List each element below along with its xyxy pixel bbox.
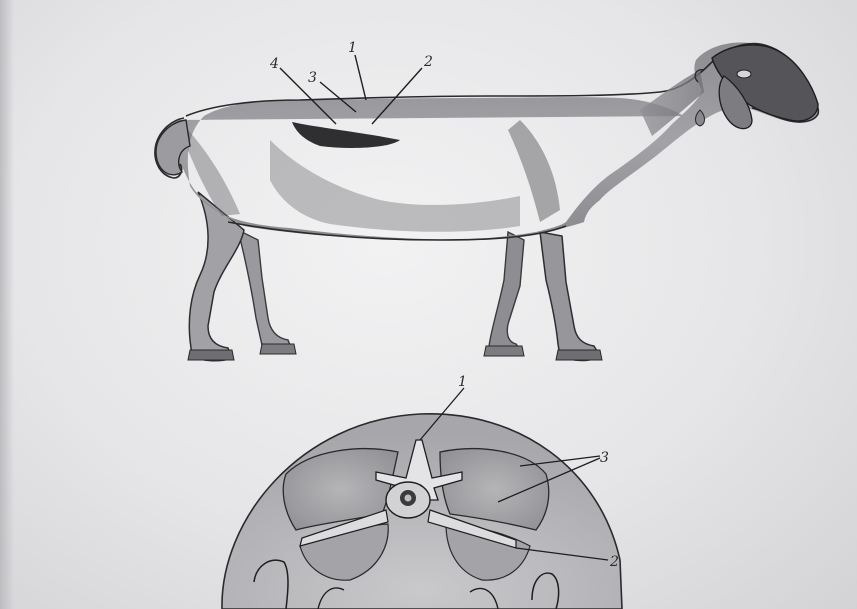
muscle-shading-flank xyxy=(270,140,520,232)
hoof-hind-near xyxy=(188,350,234,360)
hoof-fore-near xyxy=(556,350,602,360)
leader-line-1 xyxy=(355,55,366,100)
muscle-shading-thigh xyxy=(188,130,240,216)
dark-muscle-band xyxy=(292,122,400,148)
label-lateral-4: 4 xyxy=(269,56,279,72)
label-lateral-1: 1 xyxy=(348,40,357,56)
fore-leg-near xyxy=(540,232,600,361)
label-lateral-2: 2 xyxy=(423,54,433,70)
sheep-lateral-view: 1 2 3 4 xyxy=(155,40,818,361)
hind-leg-far xyxy=(238,230,292,351)
fore-leg-far xyxy=(488,232,524,355)
label-section-2: 2 xyxy=(609,554,619,570)
hind-leg-near xyxy=(189,192,244,361)
hoof-hind-far xyxy=(260,344,296,354)
hoof-fore-far xyxy=(484,346,524,356)
cross-section-view: 1 3 2 xyxy=(222,374,622,609)
label-lateral-3: 3 xyxy=(308,70,317,86)
sheep-eye xyxy=(737,70,751,78)
label-section-3: 3 xyxy=(600,450,609,466)
label-section-1: 1 xyxy=(458,374,467,390)
spinal-cord xyxy=(405,495,412,502)
